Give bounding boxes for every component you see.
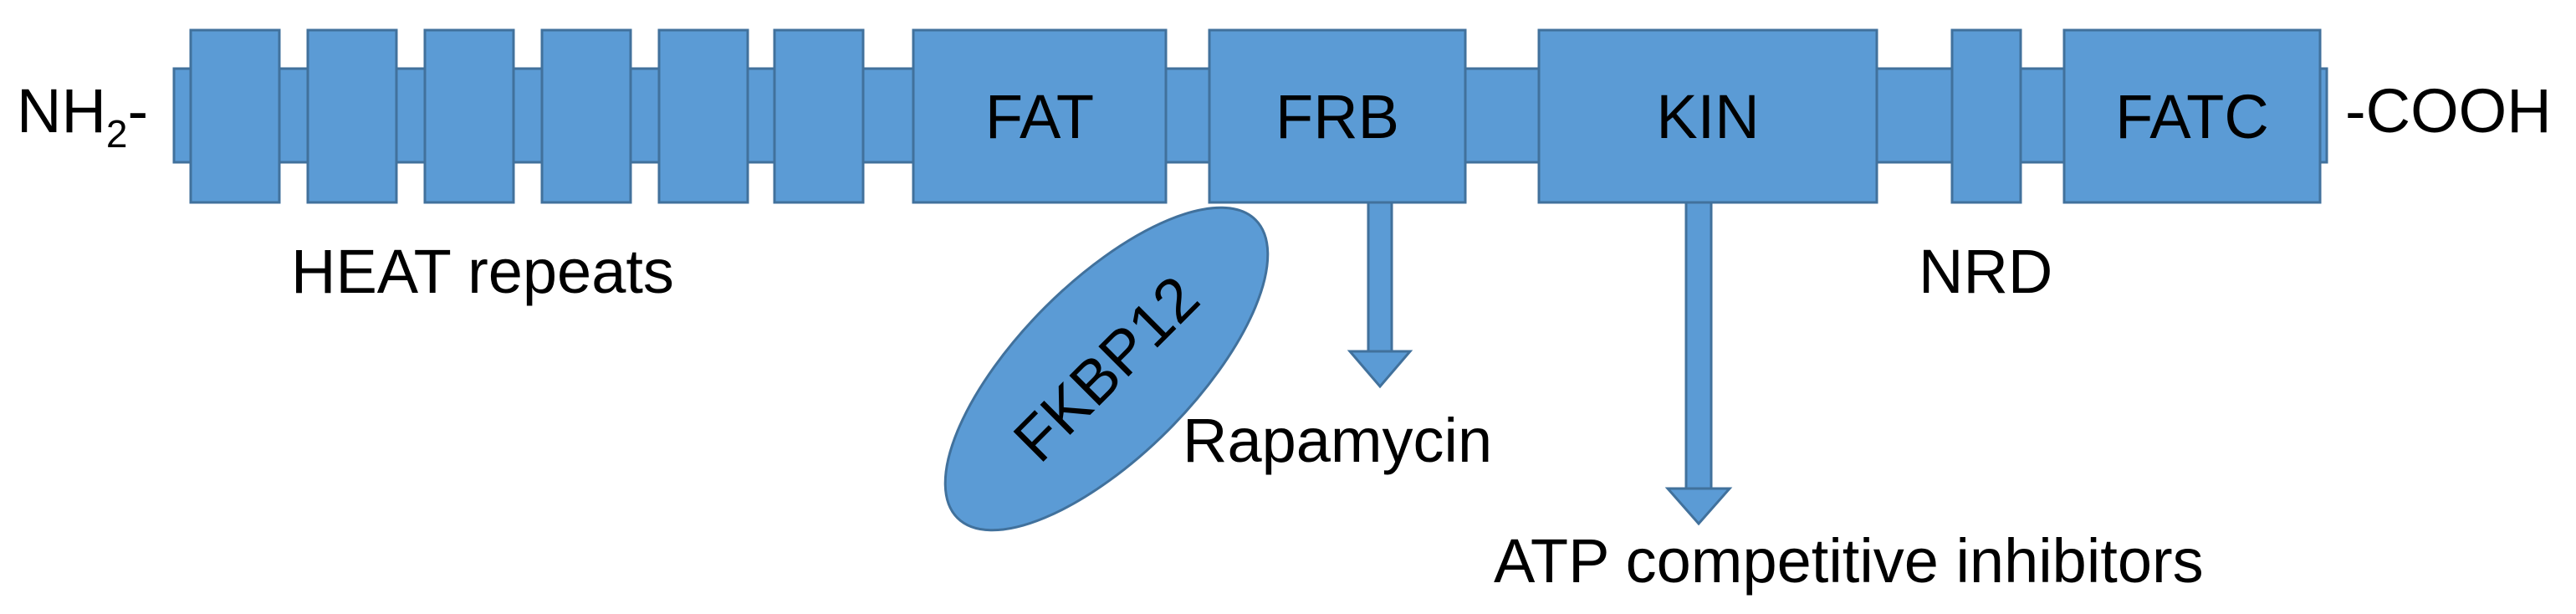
rapamycin-label: Rapamycin	[1183, 406, 1492, 475]
kin-domain-label: KIN	[1656, 82, 1759, 151]
atp-inhibitors-arrow-head	[1664, 487, 1733, 526]
frb-domain: FRB	[1208, 28, 1467, 204]
nrd-block	[1950, 28, 2022, 204]
heat-repeat-block	[540, 28, 632, 204]
heat-repeat-block	[773, 28, 865, 204]
fkbp12-binder: FKBP12	[943, 206, 1270, 532]
kin-domain: KIN	[1537, 28, 1878, 204]
heat-repeat-blocks	[189, 28, 865, 204]
fatc-domain: FATC	[2062, 28, 2322, 204]
fatc-domain-label: FATC	[2115, 82, 2269, 151]
n-terminus-label: NH2-	[17, 76, 148, 156]
rapamycin-arrow-head	[1347, 350, 1413, 389]
c-terminus-label: -COOH	[2345, 76, 2552, 146]
frb-domain-box	[1208, 28, 1467, 204]
heat-repeat-block	[306, 28, 398, 204]
fat-domain-label: FAT	[985, 82, 1094, 151]
rapamycin-arrow	[1347, 201, 1413, 389]
kin-domain-box	[1537, 28, 1878, 204]
fatc-domain-box	[2062, 28, 2322, 204]
nrd-label: NRD	[1919, 237, 2052, 306]
n-terminus-dash: -	[127, 76, 148, 146]
fkbp12-ellipse	[943, 206, 1270, 532]
n-terminus-base: NH	[17, 76, 106, 146]
heat-repeats-label: HEAT repeats	[291, 237, 674, 306]
rapamycin-arrow-shaft	[1367, 201, 1393, 353]
atp-inhibitors-arrow-shaft	[1684, 201, 1713, 490]
heat-repeat-block	[189, 28, 281, 204]
heat-repeat-block	[423, 28, 515, 204]
fat-domain: FAT	[912, 28, 1168, 204]
heat-repeat-block	[657, 28, 749, 204]
n-terminus-subscript: 2	[106, 112, 128, 156]
fat-domain-box	[912, 28, 1168, 204]
atp-inhibitors-arrow	[1664, 201, 1733, 526]
frb-domain-label: FRB	[1275, 82, 1399, 151]
atp-inhibitors-label: ATP competitive inhibitors	[1494, 526, 2204, 596]
